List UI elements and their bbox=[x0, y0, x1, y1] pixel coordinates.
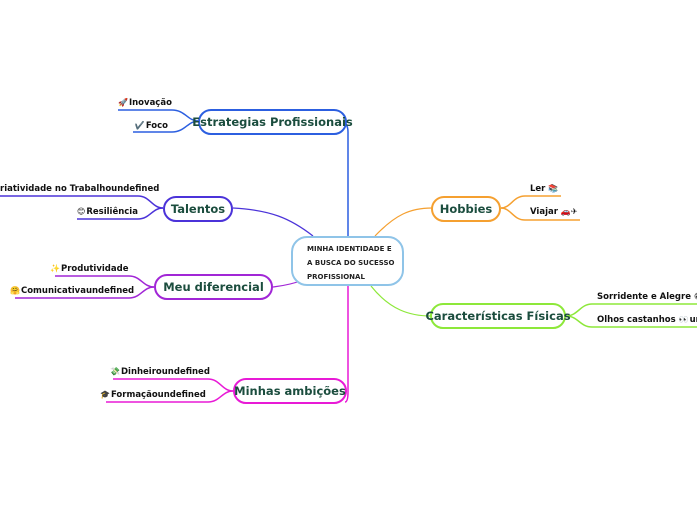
leaf-viajar[interactable]: Viajar 🚗✈ bbox=[530, 206, 579, 218]
hugging-face-icon: 🤗 bbox=[10, 286, 20, 295]
central-topic-line-3: PROFISSIONAL bbox=[307, 273, 365, 281]
leaf-sorridente[interactable]: Sorridente e Alegre 😁un bbox=[597, 291, 697, 303]
leaf-label: Dinheiroundefined bbox=[120, 367, 210, 377]
leaf-inovacao[interactable]: 🚀Inovação bbox=[118, 97, 172, 109]
central-topic[interactable]: MINHA IDENTIDADE E A BUSCA DO SUCESSO PR… bbox=[291, 236, 404, 286]
leaf-label: Foco bbox=[145, 121, 168, 131]
leaf-label: Resiliência bbox=[86, 207, 138, 217]
leaf-foco[interactable]: ✔️Foco bbox=[133, 120, 168, 132]
branch-label: Talentos bbox=[170, 202, 226, 216]
leaf-comunicativa[interactable]: 🤗Comunicativaundefined bbox=[10, 285, 134, 297]
money-icon: 💸 bbox=[110, 367, 120, 376]
connector-talentos bbox=[232, 207, 314, 237]
leaf-label: Comunicativaundefined bbox=[20, 286, 135, 296]
branch-label: Características Físicas bbox=[425, 309, 571, 323]
branch-meu-diferencial[interactable]: Meu diferencial bbox=[154, 274, 273, 300]
branch-label: Minhas ambições bbox=[234, 384, 346, 398]
branch-label: Meu diferencial bbox=[163, 280, 264, 294]
leaf-suffix: undef bbox=[689, 315, 697, 325]
branch-talentos[interactable]: Talentos bbox=[163, 196, 233, 222]
leaf-olhos[interactable]: Olhos castanhos 👀undef bbox=[597, 314, 697, 326]
sparkles-icon: ✨ bbox=[50, 264, 60, 273]
rocket-icon: 🚀 bbox=[118, 98, 128, 107]
leaf-label: Formaçãoundefined bbox=[110, 390, 206, 400]
grinning-face-icon: 😁 bbox=[694, 292, 697, 301]
checkmark-icon: ✔️ bbox=[134, 121, 145, 130]
graduation-cap-icon: 🎓 bbox=[100, 390, 110, 399]
leaf-criatividade[interactable]: riatividade no Trabalhoundefined bbox=[0, 183, 159, 195]
branch-hobbies[interactable]: Hobbies bbox=[431, 196, 501, 222]
leaf-dinheiro[interactable]: 💸Dinheiroundefined bbox=[110, 366, 210, 378]
eyes-icon: 👀 bbox=[678, 315, 689, 324]
leaf-formacao[interactable]: 🎓Formaçãoundefined bbox=[100, 389, 206, 401]
central-topic-line-2: A BUSCA DO SUCESSO bbox=[307, 259, 395, 267]
leaf-resiliencia[interactable]: 😊Resiliência bbox=[77, 206, 138, 218]
leaf-label: Olhos castanhos bbox=[597, 315, 679, 325]
leaf-produtividade[interactable]: ✨Produtividade bbox=[50, 263, 128, 275]
branch-minhas-ambicoes[interactable]: Minhas ambições bbox=[233, 378, 347, 404]
books-icon: 📚 bbox=[548, 184, 559, 193]
connector-caracteristicas bbox=[370, 285, 432, 317]
leaf-label: Ler bbox=[530, 184, 549, 194]
leaf-ler[interactable]: Ler 📚 bbox=[530, 183, 559, 195]
leaf-label: Inovação bbox=[128, 98, 172, 108]
smiley-icon: 😊 bbox=[77, 207, 86, 216]
branch-label: Hobbies bbox=[439, 202, 493, 216]
branch-label: Estrategias Profissionais bbox=[192, 115, 353, 129]
leaf-label: riatividade no Trabalhoundefined bbox=[0, 184, 160, 194]
branch-estrategias-profissionais[interactable]: Estrategias Profissionais bbox=[192, 109, 353, 135]
branch-caracteristicas-fisicas[interactable]: Características Físicas bbox=[425, 303, 571, 329]
central-topic-line-1: MINHA IDENTIDADE E bbox=[307, 245, 392, 253]
connector-estrategias bbox=[339, 120, 349, 236]
car-plane-icon: 🚗✈ bbox=[560, 207, 578, 216]
leaf-label: Produtividade bbox=[60, 264, 129, 274]
leaf-label: Sorridente e Alegre bbox=[597, 292, 694, 302]
connector-ambicoes bbox=[344, 286, 349, 403]
connector-hobbies bbox=[374, 207, 433, 237]
leaf-label: Viajar bbox=[530, 207, 561, 217]
